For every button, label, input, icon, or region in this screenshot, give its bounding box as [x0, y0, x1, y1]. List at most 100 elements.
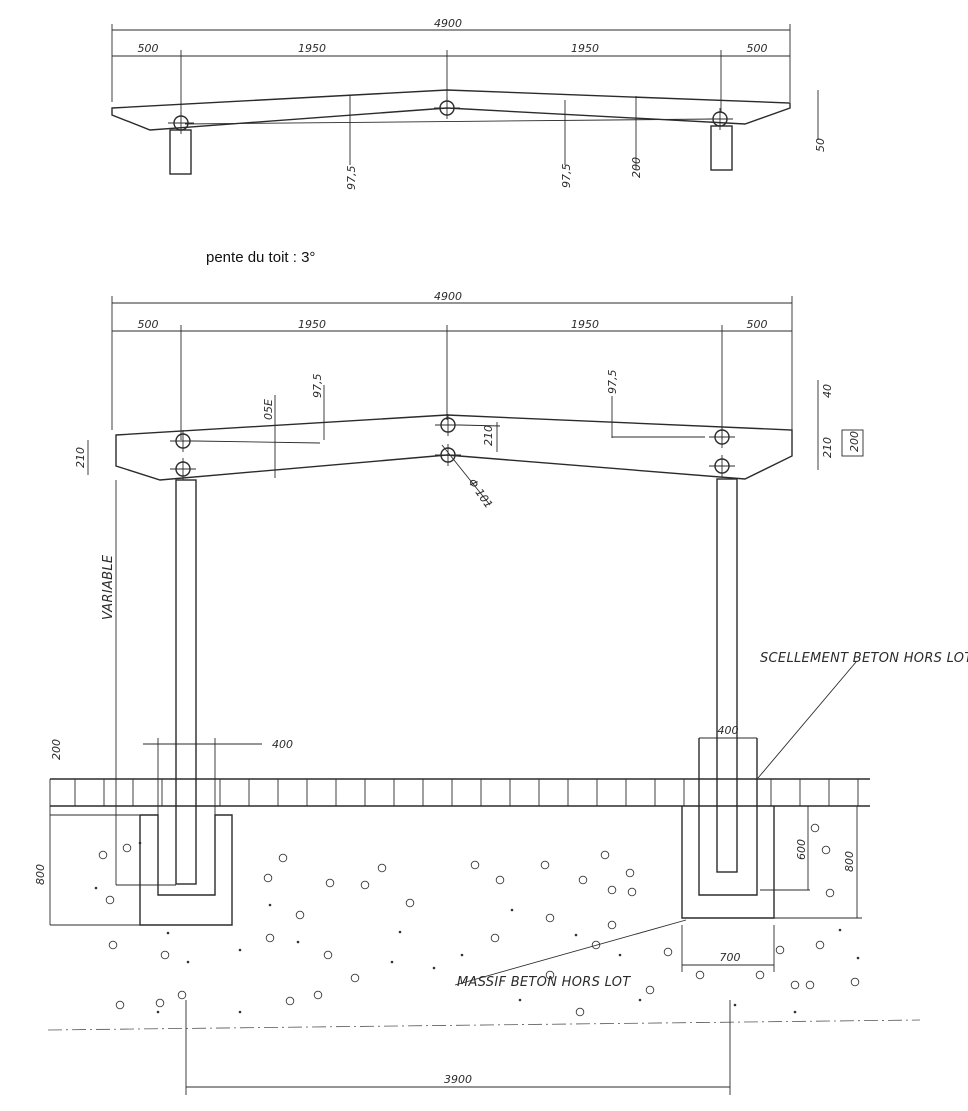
- soil-dot: [238, 948, 242, 952]
- elev-dim-3900: 3900: [444, 1073, 472, 1086]
- pebble: [850, 977, 860, 987]
- roof-slope-note: pente du toit : 3°: [206, 249, 315, 266]
- pebble: [325, 878, 335, 888]
- soil-dot: [296, 940, 300, 944]
- pebble: [805, 980, 815, 990]
- label-sealing: SCELLEMENT BETON HORS LOT: [760, 651, 968, 666]
- soil-dot: [186, 960, 190, 964]
- paving-row: [74, 779, 859, 806]
- pebble: [122, 843, 132, 853]
- pebble: [155, 998, 165, 1008]
- hole-icon: [434, 97, 460, 119]
- pebble: [607, 885, 617, 895]
- pebble: [98, 850, 108, 860]
- elevation-view: 4900 500 1950 1950 500: [34, 290, 968, 1095]
- soil-dot: [733, 1003, 737, 1007]
- elev-dim-right: 500: [747, 318, 768, 331]
- soil-dot: [574, 933, 578, 937]
- hole-icon: [709, 426, 735, 448]
- pebble: [313, 990, 323, 1000]
- elev-dim-400-left: 400: [272, 738, 293, 751]
- foundation-right: [681, 806, 775, 919]
- top-dim-mid-left: 1950: [298, 42, 326, 55]
- elev-dim-800-left: 800: [34, 864, 47, 885]
- elev-dim-800-right: 800: [843, 851, 856, 872]
- pebble: [160, 950, 170, 960]
- pebble: [775, 945, 785, 955]
- soil-dot: [398, 930, 402, 934]
- pebble: [265, 933, 275, 943]
- pebble: [360, 880, 370, 890]
- elev-dim-210-right: 210: [821, 437, 834, 458]
- elev-dim-total: 4900: [434, 290, 462, 303]
- pebble: [377, 863, 387, 873]
- top-beam: [111, 89, 791, 131]
- diameter-leader: [441, 444, 491, 506]
- axis-line: [47, 1019, 921, 1031]
- elev-dim-top-right: 40: [821, 384, 834, 398]
- soil-dot: [432, 966, 436, 970]
- elev-dim-400-right: 400: [718, 724, 739, 737]
- top-dim-right: 500: [747, 42, 768, 55]
- soil-dot: [390, 960, 394, 964]
- elev-dim-diameter: Φ 101: [466, 476, 496, 511]
- foundation-left: [139, 814, 233, 926]
- top-dim-total: 4900: [434, 17, 462, 30]
- pebble: [575, 1007, 585, 1017]
- pebble: [607, 920, 617, 930]
- pebble: [295, 910, 305, 920]
- pebble: [495, 875, 505, 885]
- pebble: [545, 913, 555, 923]
- hole-icon: [435, 444, 461, 466]
- pebble: [790, 980, 800, 990]
- pebble: [663, 947, 673, 957]
- top-dim-mid-right: 1950: [571, 42, 599, 55]
- soil-dot: [238, 1010, 242, 1014]
- elev-dim-210-center: 210: [482, 425, 495, 446]
- soil-dot: [838, 928, 842, 932]
- hole-icon: [170, 458, 196, 480]
- hole-icon: [170, 430, 196, 452]
- top-dim-rise-right: 97,5: [560, 164, 573, 189]
- top-dim-end: 50: [814, 138, 827, 152]
- soil-dot: [166, 931, 170, 935]
- top-post-right: [710, 125, 733, 171]
- hole-icon: [709, 455, 735, 477]
- hole-icon: [435, 414, 461, 436]
- soil-dot: [793, 1010, 797, 1014]
- pebble: [755, 970, 765, 980]
- pebble: [645, 985, 655, 995]
- pebble: [591, 940, 601, 950]
- elev-post-left: [175, 479, 197, 885]
- pebble: [540, 860, 550, 870]
- soil-dot: [856, 956, 860, 960]
- pebble: [323, 950, 333, 960]
- soil-dot: [94, 886, 98, 890]
- pebble: [115, 1000, 125, 1010]
- top-dim-left: 500: [138, 42, 159, 55]
- pebble: [627, 887, 637, 897]
- elev-dim-600: 600: [795, 839, 808, 860]
- pebble: [263, 873, 273, 883]
- elev-dim-210-left: 210: [74, 447, 87, 468]
- elev-beam: [115, 414, 793, 481]
- elev-dim-rise-left: 97,5: [311, 374, 324, 399]
- elev-dim-350: 05E: [262, 399, 275, 420]
- soil-dot: [510, 908, 514, 912]
- top-view: 4900 500 1950 1950 500: [111, 17, 827, 190]
- elev-dim-left: 500: [138, 318, 159, 331]
- elev-post-right: [716, 478, 738, 873]
- pebble: [695, 970, 705, 980]
- label-foundation: MASSIF BETON HORS LOT: [457, 975, 631, 990]
- pebble: [350, 973, 360, 983]
- sealing-sleeve-right: [698, 738, 758, 896]
- pebble: [625, 868, 635, 878]
- pebble: [470, 860, 480, 870]
- pebble: [600, 850, 610, 860]
- elev-dim-mid-left: 1950: [298, 318, 326, 331]
- pebble: [810, 823, 820, 833]
- pebble: [177, 990, 187, 1000]
- soil-dot: [156, 1010, 160, 1014]
- soil-pebbles: [94, 823, 860, 1017]
- top-dim-depth: 200: [630, 157, 643, 178]
